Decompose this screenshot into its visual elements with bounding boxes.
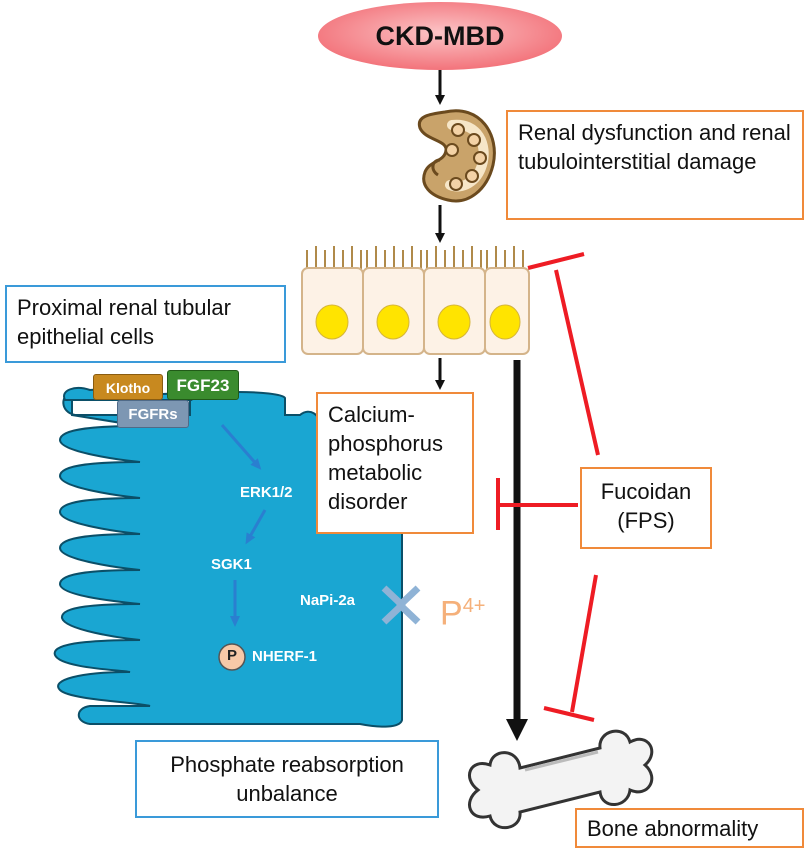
epithelial-cells bbox=[301, 246, 530, 355]
proximal-cells-box: Proximal renal tubular epithelial cells bbox=[5, 285, 286, 363]
arrow-fgfrs-to-erk bbox=[220, 424, 262, 470]
phospho-label: P bbox=[226, 647, 237, 664]
phosphate-ion-symbol: P bbox=[440, 594, 463, 633]
klotho-tag: Klotho bbox=[93, 374, 163, 400]
inhibition-fps-to-calcium bbox=[496, 478, 578, 530]
inhibition-fps-to-cells bbox=[527, 252, 600, 456]
kidney-icon bbox=[417, 109, 496, 203]
sgk1-label: SGK1 bbox=[211, 556, 252, 573]
fucoidan-box: Fucoidan (FPS) bbox=[580, 467, 712, 549]
phosphate-ion-label: P4+ bbox=[440, 588, 486, 631]
diagram-title: CKD-MBD bbox=[375, 21, 505, 51]
bone-icon bbox=[468, 729, 654, 830]
calcium-phosphorus-box: Calcium-phosphorus metabolic disorder bbox=[316, 392, 474, 534]
bone-abnormality-box: Bone abnormality bbox=[575, 808, 804, 848]
phosphate-reabsorption-box: Phosphate reabsorption unbalance bbox=[135, 740, 439, 818]
nherf-label: NHERF-1 bbox=[252, 648, 318, 665]
napi-label: NaPi-2a bbox=[300, 592, 356, 609]
phospho-circle bbox=[218, 643, 246, 671]
ckd-mbd-ellipse bbox=[318, 2, 562, 70]
arrow-erk-to-sgk1 bbox=[245, 509, 267, 545]
fgfrs-tag: FGFRs bbox=[117, 400, 189, 428]
erk-label: ERK1/2 bbox=[240, 484, 293, 501]
fgf23-tag: FGF23 bbox=[167, 370, 239, 400]
inhibition-fps-to-bone bbox=[543, 574, 598, 722]
phosphate-ion-charge: 4+ bbox=[462, 595, 486, 617]
renal-dysfunction-box: Renal dysfunction and renal tubulointers… bbox=[506, 110, 804, 220]
napi-transporter-icon bbox=[381, 585, 421, 625]
